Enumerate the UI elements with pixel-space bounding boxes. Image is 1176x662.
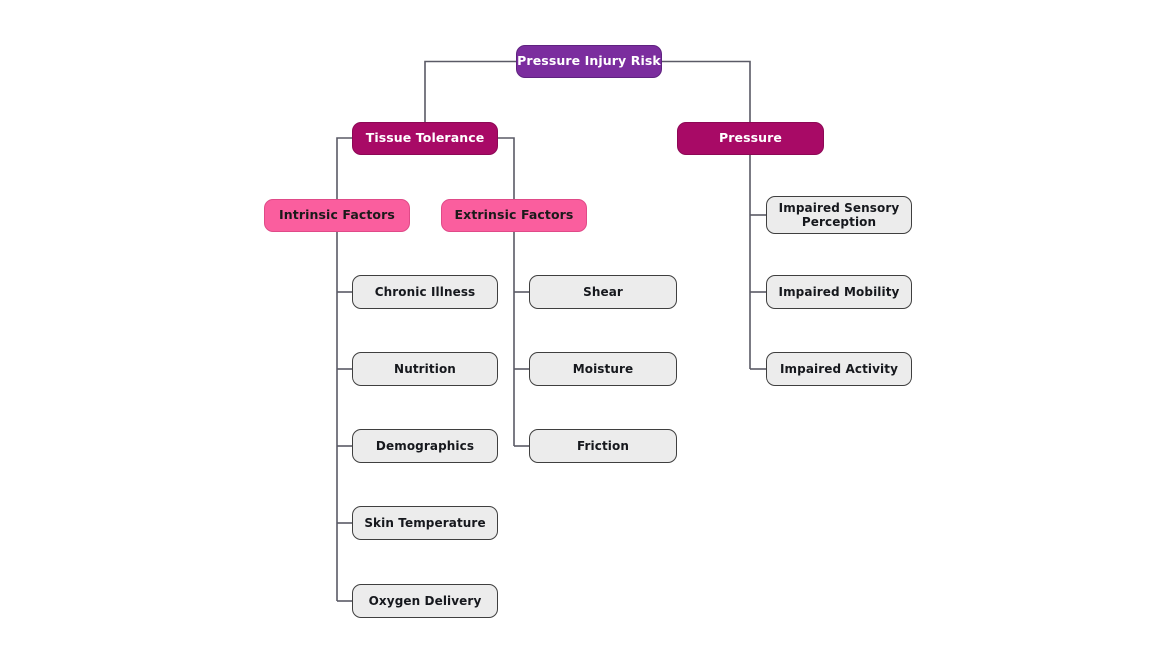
- node-shear[interactable]: Shear: [529, 275, 677, 309]
- node-extrinsic-factors[interactable]: Extrinsic Factors: [441, 199, 587, 232]
- edge-tissue-to-extrinsic: [498, 137, 515, 199]
- node-impaired-mobility[interactable]: Impaired Mobility: [766, 275, 912, 309]
- node-impaired-activity[interactable]: Impaired Activity: [766, 352, 912, 386]
- node-demographics[interactable]: Demographics: [352, 429, 498, 463]
- edge-root-to-tissue-tolerance: [424, 60, 516, 122]
- node-moisture[interactable]: Moisture: [529, 352, 677, 386]
- node-pressure-injury-risk[interactable]: Pressure Injury Risk: [516, 45, 662, 78]
- edge-root-to-pressure: [662, 60, 751, 122]
- node-chronic-illness[interactable]: Chronic Illness: [352, 275, 498, 309]
- node-skin-temperature[interactable]: Skin Temperature: [352, 506, 498, 540]
- node-oxygen-delivery[interactable]: Oxygen Delivery: [352, 584, 498, 618]
- node-impaired-sensory-perception[interactable]: Impaired Sensory Perception: [766, 196, 912, 234]
- node-tissue-tolerance[interactable]: Tissue Tolerance: [352, 122, 498, 155]
- node-pressure[interactable]: Pressure: [677, 122, 824, 155]
- node-nutrition[interactable]: Nutrition: [352, 352, 498, 386]
- node-intrinsic-factors[interactable]: Intrinsic Factors: [264, 199, 410, 232]
- edge-tissue-to-intrinsic: [336, 137, 352, 199]
- node-friction[interactable]: Friction: [529, 429, 677, 463]
